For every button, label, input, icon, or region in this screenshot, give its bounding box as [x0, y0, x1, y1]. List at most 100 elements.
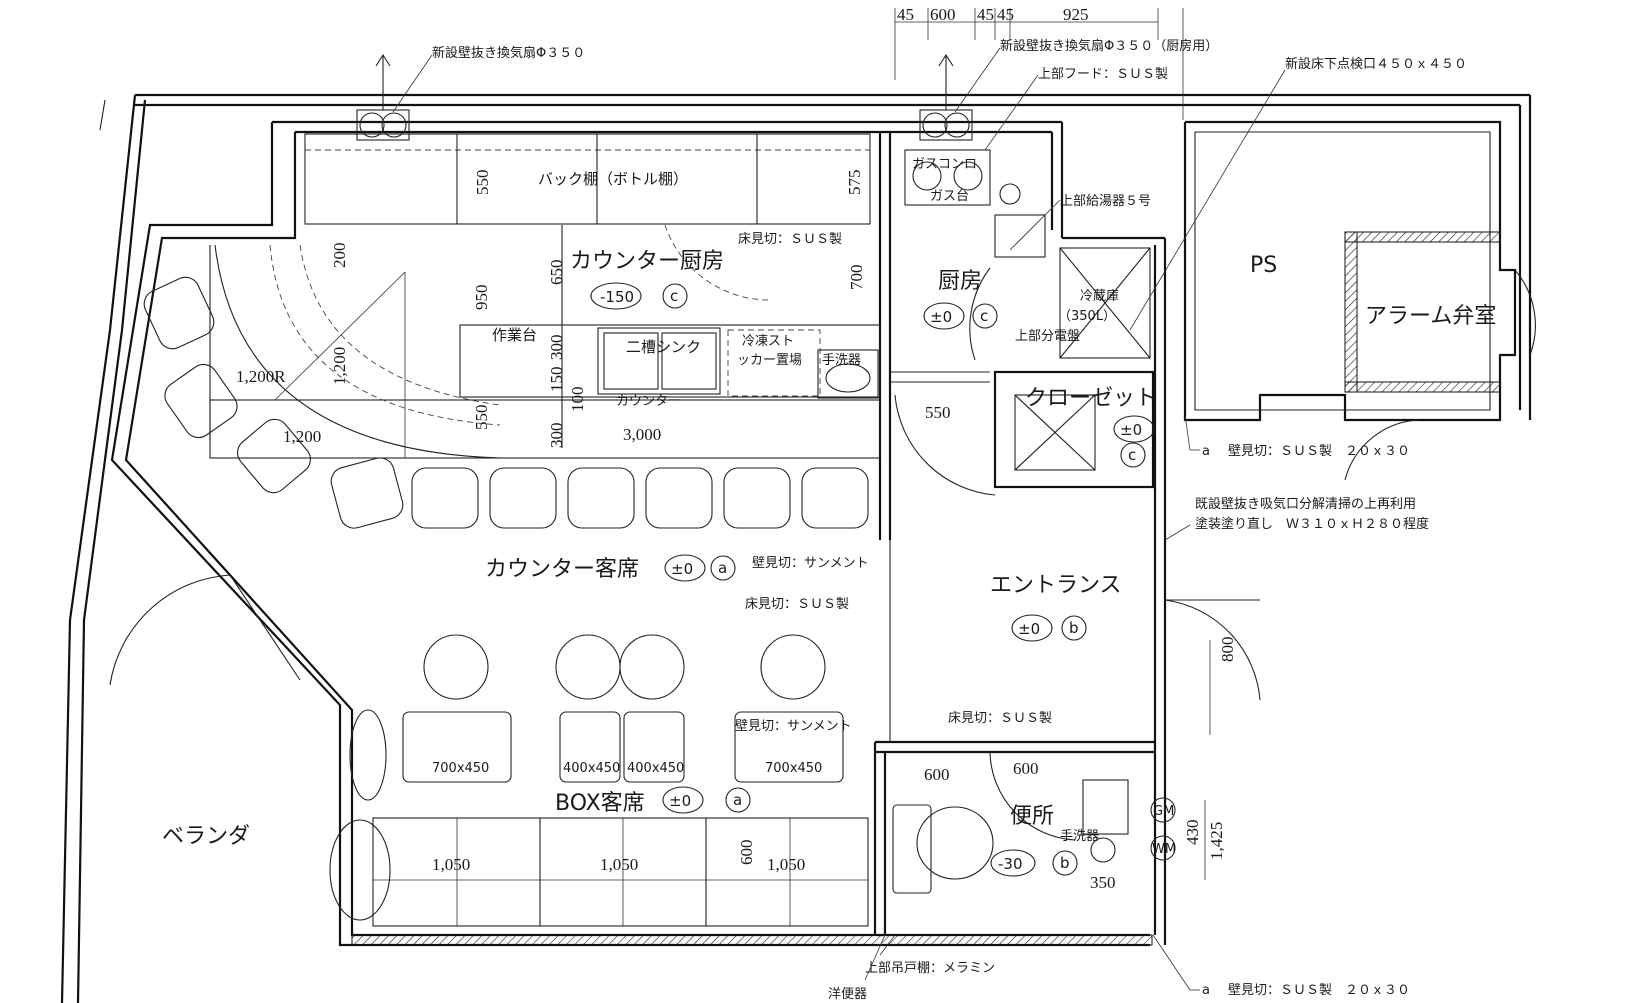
room-ps: PS — [1250, 253, 1277, 278]
level-closet: ±0 — [1120, 421, 1142, 439]
back-shelf — [304, 133, 871, 225]
level-kitchen: ±0 — [930, 308, 952, 326]
dim-1200-h: 1,200 — [283, 427, 321, 446]
dim-bench-2: 1,050 — [600, 855, 638, 874]
dim-430: 430 — [1183, 820, 1202, 846]
dim-350: 350 — [1090, 873, 1116, 892]
callout-hood: 上部フード：ＳＵＳ製 — [1038, 67, 1168, 82]
finish-code-c-3: c — [1128, 446, 1136, 464]
level-marks — [590, 282, 1155, 877]
level-counter-kitchen: -150 — [600, 288, 634, 306]
finish-code-c-2: c — [980, 307, 988, 325]
callout-kitchen-floor-trim: 床見切：ＳＵＳ製 — [738, 232, 842, 247]
callout-vent-fan-2: 新設壁抜き換気扇Φ３５０（厨房用） — [1000, 38, 1218, 54]
room-kitchen: 厨房 — [938, 269, 982, 294]
label-back-shelf: バック棚（ボトル棚） — [538, 170, 688, 188]
label-work-table: 作業台 — [492, 326, 537, 344]
label-fridge: 冷蔵庫 — [1080, 289, 1119, 304]
room-alarm-valve: アラーム弁室 — [1365, 304, 1496, 329]
callout-wall-trim-sus-2: 壁見切：ＳＵＳ製 ２０ｘ３０ — [1228, 983, 1410, 998]
finish-code-b-1: b — [1069, 619, 1079, 637]
finish-code-a-2: a — [733, 791, 742, 809]
table-size-2: 400x450 — [563, 761, 620, 776]
dim-top-600: 600 — [930, 5, 956, 24]
level-entrance: ±0 — [1018, 620, 1040, 638]
table-size-3: 400x450 — [627, 761, 684, 776]
dim-1200r: 1,200R — [236, 367, 286, 386]
dim-950: 950 — [472, 285, 491, 311]
finish-code-a-1: a — [718, 559, 727, 577]
room-counter-seats: カウンター客席 — [485, 557, 639, 582]
dim-550-c: 550 — [925, 403, 951, 422]
finish-code-b-2: b — [1060, 854, 1070, 872]
counter-curve — [209, 244, 501, 459]
dim-shelf-575: 575 — [845, 170, 864, 196]
room-veranda: ベランダ — [162, 824, 250, 849]
dim-600-v: 600 — [737, 840, 756, 866]
label-freezer-stocker: 冷凍スト — [742, 333, 794, 349]
callout-water-heater: 上部給湯器５号 — [1060, 194, 1151, 209]
table-size-1: 700x450 — [432, 761, 489, 776]
label-hand-sink-wc: 手洗器 — [1060, 829, 1099, 844]
dim-1425: 1,425 — [1207, 822, 1226, 860]
room-counter-kitchen: カウンター厨房 — [570, 249, 724, 274]
finish-code-c-1: c — [670, 287, 678, 305]
room-toilet: 便所 — [1010, 804, 1054, 829]
label-fridge-capacity: （350L） — [1058, 309, 1116, 324]
label-gas-table: ガス台 — [930, 189, 969, 204]
callout-wall-trim-sus-1: 壁見切：ＳＵＳ製 ２０ｘ３０ — [1228, 444, 1410, 459]
callout-floor-trim-2: 床見切：ＳＵＳ製 — [948, 711, 1052, 726]
outer-walls — [60, 93, 1532, 1003]
dim-bench-3: 1,050 — [767, 855, 805, 874]
callout-floor-trim-1: 床見切：ＳＵＳ製 — [745, 597, 849, 612]
label-freezer-stocker-2: ッカー置場 — [737, 353, 802, 368]
callout-vent-fan-1: 新設壁抜き換気扇Φ３５０ — [432, 45, 585, 61]
box-seating — [329, 634, 869, 927]
label-toilet-bowl: 洋便器 — [828, 987, 867, 1002]
dim-600-b: 600 — [1013, 759, 1039, 778]
label-hand-sink: 手洗器 — [822, 353, 861, 368]
room-closet: クローゼット — [1025, 386, 1157, 411]
dim-300-b: 300 — [547, 423, 566, 449]
callout-a-1: a — [1202, 444, 1210, 459]
table-size-4: 700x450 — [765, 761, 822, 776]
dim-top-45-a: 45 — [897, 5, 914, 24]
doors — [109, 224, 1536, 841]
callout-wall-trim-1: 壁見切：サンメント — [752, 556, 869, 571]
callout-existing-vent-2: 塗装塗り直し Ｗ３１０ｘＨ２８０程度 — [1195, 516, 1429, 532]
dim-top-45-b: 45 — [977, 5, 994, 24]
leader-lines — [392, 47, 1286, 991]
level-counter-seats: ±0 — [671, 560, 693, 578]
dim-800: 800 — [1218, 637, 1237, 663]
dim-top-45-c: 45 — [997, 5, 1014, 24]
dim-100: 100 — [568, 387, 587, 413]
label-wm: WM — [1152, 842, 1176, 857]
dim-300-a: 300 — [547, 335, 566, 361]
label-gas-stove: ガスコンロ — [912, 157, 977, 172]
dim-550-b: 550 — [472, 405, 491, 431]
dim-bench-1: 1,050 — [432, 855, 470, 874]
dim-700: 700 — [847, 265, 866, 291]
callout-upper-cabinet: 上部吊戸棚：メラミン — [865, 961, 995, 976]
dim-600-a: 600 — [924, 765, 950, 784]
level-box-seats: ±0 — [669, 792, 691, 810]
label-counter: カウンター — [616, 394, 681, 409]
callout-wall-trim-2: 壁見切：サンメント — [735, 719, 852, 734]
top-dimension-bar — [894, 8, 1184, 120]
callout-floor-hatch: 新設床下点検口４５０ｘ４５０ — [1285, 56, 1467, 72]
room-entrance: エントランス — [990, 573, 1122, 598]
level-toilet: -30 — [998, 855, 1023, 873]
toilet-fixtures — [892, 779, 1176, 894]
kitchen-equipment — [209, 53, 1046, 459]
label-gm: GM — [1153, 804, 1174, 819]
label-dist-panel: 上部分電盤 — [1015, 329, 1080, 344]
dim-650: 650 — [547, 260, 566, 286]
counter-stools — [143, 276, 869, 529]
callout-a-2: a — [1202, 983, 1210, 998]
dim-200: 200 — [330, 243, 349, 269]
callout-existing-vent-1: 既設壁抜き吸気口分解清掃の上再利用 — [1195, 496, 1416, 512]
dim-top-925: 925 — [1063, 5, 1089, 24]
dim-150: 150 — [547, 367, 566, 393]
room-box-seats: BOX客席 — [555, 791, 645, 816]
